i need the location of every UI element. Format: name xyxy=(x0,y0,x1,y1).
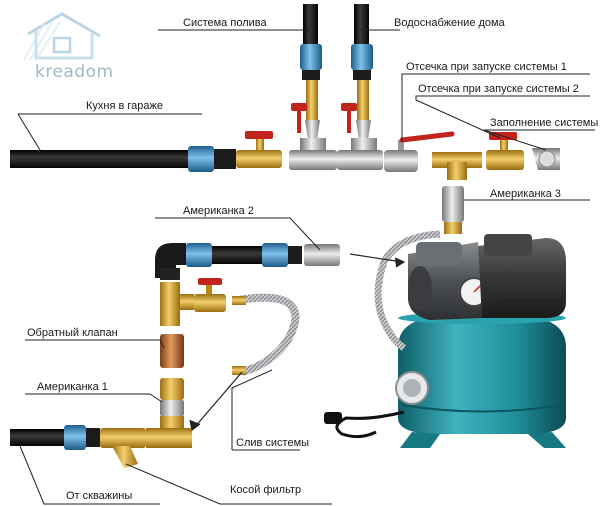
brass-tee xyxy=(432,152,482,180)
riser-pipe-segment xyxy=(160,268,180,280)
garage-kitchen-pipe xyxy=(10,146,236,172)
cutoff-valve-1 xyxy=(384,131,455,172)
label-union-2: Американка 2 xyxy=(183,205,254,217)
arrow-to-drain xyxy=(193,371,243,429)
label-from-well: От скважины xyxy=(66,490,133,502)
leader-drain-diag xyxy=(231,369,273,450)
well-suction-pipe xyxy=(10,425,100,450)
label-check-valve: Обратный клапан xyxy=(27,327,118,339)
leader-y-filter xyxy=(125,463,332,505)
annotation-arrows xyxy=(189,253,406,432)
suction-elbow xyxy=(155,243,302,278)
kreadom-logo xyxy=(23,12,101,61)
leader-union-2 xyxy=(155,217,321,251)
fill-elbow xyxy=(532,148,560,170)
logo-wordmark: kreadom xyxy=(35,62,114,82)
braided-hose xyxy=(232,293,300,376)
union-1-fitting xyxy=(160,378,184,416)
label-garage-kitchen: Кухня в гараже xyxy=(86,100,163,112)
y-strainer xyxy=(100,428,146,468)
label-irrigation-system: Система полива xyxy=(183,17,267,29)
leader-cutoff-2 xyxy=(415,95,590,139)
leader-garage-diag xyxy=(17,113,41,151)
label-system-fill: Заполнение системы xyxy=(490,117,599,129)
leader-fill xyxy=(483,129,595,151)
drain-ball-valve xyxy=(194,278,226,312)
tee-fittings xyxy=(289,138,383,170)
cutoff-valve-2 xyxy=(486,132,524,170)
label-cutoff-2: Отсечка при запуске системы 2 xyxy=(418,83,579,95)
lower-brass-tee xyxy=(146,416,192,448)
upper-brass-tee xyxy=(160,282,194,326)
irrigation-valve-handle xyxy=(291,103,307,133)
accumulator-tank xyxy=(395,312,566,448)
power-cable xyxy=(324,410,405,439)
pump-fill-hose xyxy=(374,230,441,351)
irrigation-branch xyxy=(300,4,322,140)
house-water-branch xyxy=(351,4,373,140)
leader-lines xyxy=(17,29,595,505)
leader-union-1 xyxy=(25,393,163,403)
union-3-fitting xyxy=(442,186,464,234)
pumping-station xyxy=(324,230,566,448)
arrow-to-pump xyxy=(349,253,403,263)
label-house-water-supply: Водоснабжение дома xyxy=(394,17,505,29)
electric-motor xyxy=(478,234,566,318)
label-union-1: Американка 1 xyxy=(37,381,108,393)
union-2-fitting xyxy=(304,244,340,266)
check-valve xyxy=(160,334,184,368)
house-icon xyxy=(23,12,101,61)
leader-well xyxy=(19,445,160,505)
leader-check-valve xyxy=(25,339,165,349)
label-system-drain: Слив системы xyxy=(236,437,310,449)
label-union-3: Американка 3 xyxy=(490,188,561,200)
label-y-filter: Косой фильтр xyxy=(230,484,302,496)
label-cutoff-1: Отсечка при запуске системы 1 xyxy=(406,61,567,73)
garage-ball-valve xyxy=(236,131,282,168)
house-valve-handle xyxy=(341,103,357,133)
leader-cutoff-1 xyxy=(401,73,590,142)
